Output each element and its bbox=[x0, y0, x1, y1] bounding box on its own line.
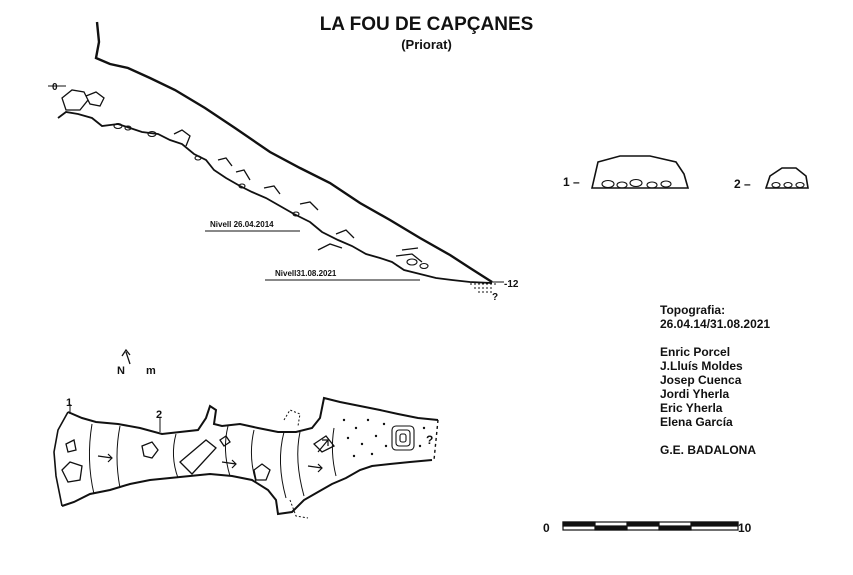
entrance-block bbox=[61, 89, 105, 111]
water-level-2014-label: Nivell 26.04.2014 bbox=[210, 220, 274, 229]
plan-marker-2: 2 bbox=[156, 409, 162, 421]
station-12-label: -12 bbox=[504, 279, 519, 290]
profile-ceiling bbox=[94, 21, 493, 284]
scale-unit-label: m bbox=[146, 365, 156, 377]
credits-member: Eric Yherla bbox=[660, 401, 723, 415]
credits-member: Josep Cuenca bbox=[660, 373, 742, 387]
water-level-2021-label: Nivell31.08.2021 bbox=[275, 269, 337, 278]
scale-end-label: 10 bbox=[738, 521, 752, 535]
map-subtitle: (Priorat) bbox=[401, 37, 452, 52]
north-label: N bbox=[117, 365, 125, 377]
sump-spiral bbox=[391, 425, 415, 451]
credits-member: Enric Porcel bbox=[660, 345, 731, 359]
plan-upper-wall bbox=[67, 396, 439, 436]
profile-view bbox=[48, 21, 504, 293]
map-title: LA FOU DE CAPÇANES bbox=[319, 14, 534, 35]
cross-section-1-label: 1 – bbox=[563, 175, 580, 189]
credits-heading: Topografia: bbox=[660, 303, 726, 317]
sump-hatch bbox=[470, 283, 496, 293]
plan-lower-wall bbox=[61, 459, 433, 516]
north-arrow bbox=[121, 348, 131, 365]
credits-group: G.E. BADALONA bbox=[660, 443, 756, 457]
plan-entrance-wall bbox=[53, 411, 69, 507]
flow-arrows bbox=[97, 439, 329, 473]
cross-section-2 bbox=[764, 167, 809, 189]
station-0-label: 0 bbox=[52, 82, 58, 93]
plan-view bbox=[53, 396, 439, 519]
profile-floor bbox=[57, 111, 493, 284]
cross-section-2-label: 2 – bbox=[734, 177, 751, 191]
floor-wall-detail bbox=[173, 129, 423, 263]
scale-bar bbox=[562, 521, 739, 531]
plan-sand-dots bbox=[342, 418, 426, 458]
profile-rocks bbox=[113, 122, 429, 270]
plan-step-lines bbox=[88, 423, 337, 499]
credits-dates: 26.04.14/31.08.2021 bbox=[660, 317, 771, 331]
plan-blocks bbox=[61, 435, 336, 483]
profile-question-mark: ? bbox=[492, 292, 498, 303]
credits-member: J.Lluís Moldes bbox=[660, 359, 743, 373]
credits-member: Elena García bbox=[660, 415, 733, 429]
plan-sump-wall bbox=[433, 419, 439, 461]
plan-marker-1: 1 bbox=[66, 397, 72, 409]
plan-question-mark: ? bbox=[426, 433, 433, 447]
cross-section-1 bbox=[590, 155, 690, 189]
credits-member: Jordi Yherla bbox=[660, 387, 730, 401]
plan-side-passage bbox=[283, 409, 309, 519]
scale-start-label: 0 bbox=[543, 521, 550, 535]
